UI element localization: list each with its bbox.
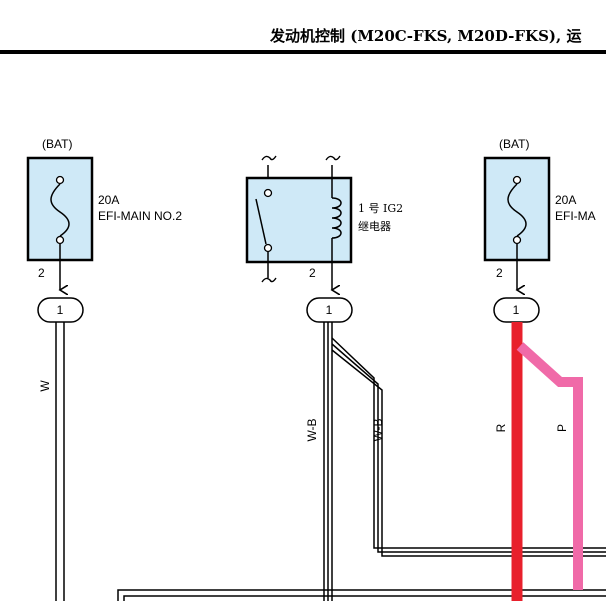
fuse-left-name: EFI-MAIN NO.2 [98,209,182,223]
connector-middle-pin: 1 [326,303,333,317]
connector-left-pin: 1 [57,303,64,317]
wire-w-label: W [38,380,52,392]
connector-left [37,297,84,323]
wire-w [55,322,65,601]
relay-pin: 2 [309,266,316,280]
wire-p-label: P [555,424,569,432]
wire-p [516,342,583,590]
relay-bottom-wire [261,277,277,283]
wire-wb-1 [323,322,333,601]
relay-name-line2: 继电器 [358,220,391,233]
fuse-right-pin: 2 [496,266,503,280]
relay-box [245,176,353,264]
fuse-left-fuse-icon [50,175,70,245]
relay-name-line1: 1 号 IG2 [358,202,403,215]
wire-r-label: R [494,423,508,432]
fuse-right-source-label: (BAT) [499,137,529,151]
connector-right-pin: 1 [513,303,520,317]
relay-top-wires [261,155,341,178]
page-title: 发动机控制 (M20C-FKS, M20D-FKS), 运 [270,27,582,45]
wire-wb-2 [331,337,606,557]
relay-coil-icon [331,178,342,262]
relay-switch-icon [255,188,273,278]
fuse-right-rating: 20A [555,193,576,207]
wire-wb-2-label: W-B [371,418,385,441]
fuse-right-name: EFI-MA [555,209,596,223]
fuse-right-fuse-icon [507,175,527,245]
connector-middle [306,297,353,323]
header-rule [0,50,606,54]
wire-wb-1-label: W-B [305,418,319,441]
fuse-left-source-label: (BAT) [42,137,72,151]
bottom-bus [117,589,606,601]
fuse-left-pin: 2 [38,266,45,280]
fuse-left-rating: 20A [98,193,119,207]
